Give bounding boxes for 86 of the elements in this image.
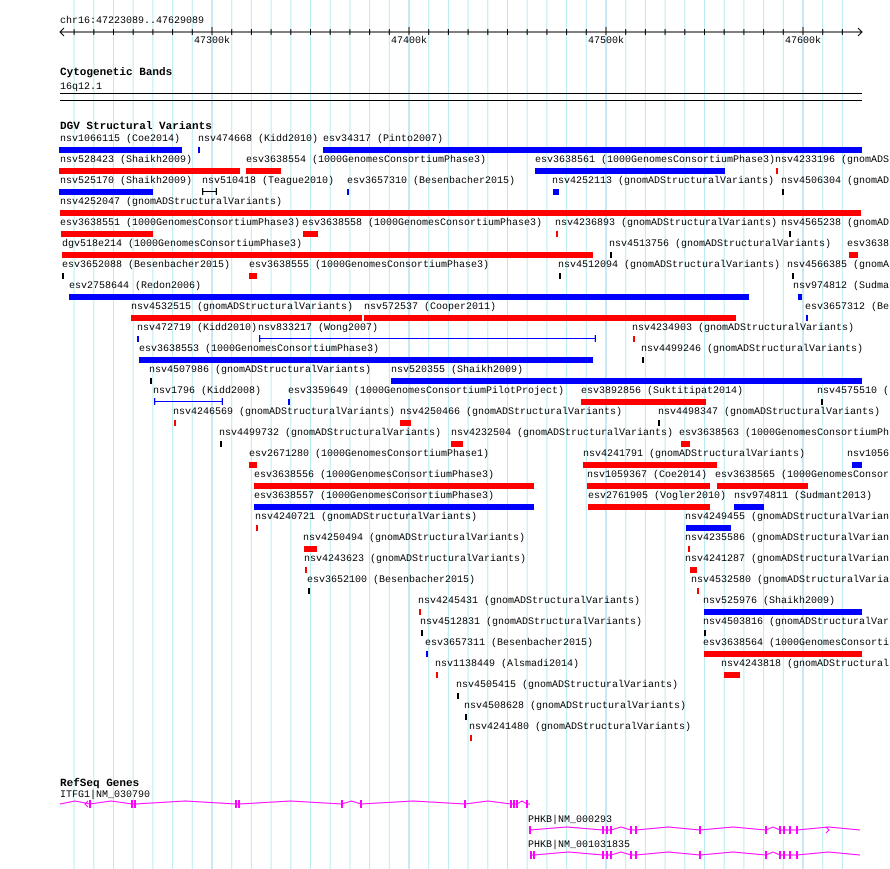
- variant-label: nsv1066115 (Coe2014): [60, 134, 180, 145]
- variant-label: nsv4249455 (gnomADStructuralVarian: [685, 512, 890, 523]
- variant-label: esv3638564 (1000GenomesConsorti: [703, 638, 890, 649]
- variant-label: nsv4507986 (gnomADStructuralVariants): [149, 365, 372, 376]
- variant-label: nsv4499246 (gnomADStructuralVariants): [641, 344, 864, 355]
- variant-label: esv3657312 (Be: [805, 302, 890, 313]
- tick-label: 47400k: [391, 36, 428, 47]
- variant-label: esv2671280 (1000GenomesConsortiumPhase1): [249, 449, 490, 460]
- track-title: RefSeq Genes: [60, 778, 140, 790]
- variant-label: nsv4503816 (gnomADStructuralVar: [703, 617, 890, 628]
- variant-label: nsv520355 (Shaikh2009): [391, 365, 524, 376]
- position-label: chr16:47223089..47629089: [60, 16, 204, 27]
- variant-label: esv3652088 (Besenbacher2015): [62, 260, 230, 271]
- variant-label: esv3638561 (1000GenomesConsortiumPhase3): [535, 155, 776, 166]
- variant-label: esv3638555 (1000GenomesConsortiumPhase3): [249, 260, 490, 271]
- variant-label: dgv518e214 (1000GenomesConsortiumPhase3): [62, 239, 302, 250]
- variant-label: esv2761905 (Vogler2010): [588, 491, 726, 502]
- variant-label: nsv4566385 (gnomA: [787, 260, 890, 271]
- variant-label: esv3638554 (1000GenomesConsortiumPhase3): [246, 155, 486, 166]
- variant-label: nsv4250494 (gnomADStructuralVariants): [303, 533, 526, 544]
- variant-label: esv3638: [847, 239, 890, 250]
- variant-label: nsv4246569 (gnomADStructuralVariants): [173, 407, 396, 418]
- variant-label: esv3652100 (Besenbacher2015): [307, 575, 476, 586]
- variant-label: esv3638558 (1000GenomesConsortiumPhase3): [302, 218, 542, 229]
- tick-label: 47500k: [588, 36, 624, 47]
- variant-label: nsv510418 (Teague2010): [202, 176, 334, 187]
- variant-label: nsv4252113 (gnomADStructuralVariants): [552, 176, 774, 187]
- variant-label: nsv4234903 (gnomADStructuralVariants): [632, 323, 854, 334]
- variant-label: nsv4235586 (gnomADStructuralVarian: [685, 533, 890, 544]
- variant-label: nsv4498347 (gnomADStructuralVariants): [658, 407, 880, 418]
- variant-label: nsv4565238 (gnomAD: [781, 218, 890, 229]
- track-title: DGV Structural Variants: [60, 121, 212, 133]
- variant-label: esv3638557 (1000GenomesConsortiumPhase3): [254, 491, 494, 502]
- variant-label: nsv4512094 (gnomADStructuralVariants): [558, 260, 780, 271]
- gene-label: ITFG1|NM_030790: [60, 790, 150, 801]
- variant-label: nsv4241287 (gnomADStructuralVarian: [685, 554, 890, 565]
- gene-label: PHKB|NM_001031835: [528, 840, 630, 851]
- variant-label: esv3359649 (1000GenomesConsortiumPilotProject): [288, 386, 564, 397]
- tick-label: 47600k: [785, 36, 822, 47]
- variant-label: nsv833217 (Wong2007): [258, 323, 378, 334]
- variant-label: nsv528423 (Shaikh2009): [60, 155, 192, 166]
- variant-label: nsv4241791 (gnomADStructuralVariants): [583, 449, 806, 460]
- variant-label: nsv4233196 (gnomADS: [775, 155, 890, 166]
- variant-label: nsv4508628 (gnomADStructuralVariants): [464, 701, 686, 712]
- variant-label: nsv4505415 (gnomADStructuralVariants): [456, 680, 678, 691]
- variant-label: nsv4232504 (gnomADStructuralVariants): [451, 428, 674, 439]
- variant-label: nsv4236893 (gnomADStructuralVariants): [555, 218, 778, 229]
- variant-label: nsv525170 (Shaikh2009): [60, 176, 192, 187]
- variant-label: esv3638553 (1000GenomesConsortiumPhase3): [139, 344, 380, 355]
- variant-label: nsv4499732 (gnomADStructuralVariants): [219, 428, 442, 439]
- variant-label: nsv572537 (Cooper2011): [364, 302, 496, 313]
- variant-label: nsv4513756 (gnomADStructuralVariants): [609, 239, 832, 250]
- variant-label: esv3638563 (1000GenomesConsortiumPh: [679, 428, 890, 439]
- variant-label: nsv4243818 (gnomADStructural: [721, 659, 890, 670]
- variant-label: esv34317 (Pinto2007): [323, 134, 444, 145]
- variant-label: nsv1056: [847, 449, 890, 460]
- variant-label: nsv1796 (Kidd2008): [153, 386, 262, 397]
- variant-label: nsv4575510 (: [817, 386, 890, 397]
- variant-label: nsv4532515 (gnomADStructuralVariants): [131, 302, 354, 313]
- gene-label: PHKB|NM_000293: [528, 815, 612, 826]
- variant-label: nsv4243623 (gnomADStructuralVariants): [304, 554, 526, 565]
- variant-label: nsv474668 (Kidd2010): [198, 134, 318, 145]
- tick-label: 47300k: [194, 36, 230, 47]
- track-title: Cytogenetic Bands: [60, 67, 172, 79]
- variant-label: esv3657311 (Besenbacher2015): [425, 638, 594, 649]
- variant-label: nsv974812 (Sudma: [793, 281, 890, 292]
- variant-label: esv3892856 (Suktitipat2014): [581, 386, 744, 397]
- band-label: 16q12.1: [60, 82, 102, 93]
- variant-label: nsv4250466 (gnomADStructuralVariants): [400, 407, 622, 418]
- variant-label: nsv4240721 (gnomADStructuralVariants): [255, 512, 478, 523]
- variant-label: esv3638556 (1000GenomesConsortiumPhase3): [254, 470, 494, 481]
- variant-label: esv3638551 (1000GenomesConsortiumPhase3): [60, 218, 300, 229]
- variant-label: esv3657310 (Besenbacher2015): [347, 176, 516, 187]
- variant-label: esv2758644 (Redon2006): [69, 281, 202, 292]
- variant-label: nsv472719 (Kidd2010): [137, 323, 258, 334]
- variant-label: nsv4252047 (gnomADStructuralVariants): [60, 197, 282, 208]
- variant-label: nsv4512831 (gnomADStructuralVariants): [420, 617, 642, 628]
- variant-label: nsv1059367 (Coe2014): [587, 470, 708, 481]
- variant-label: nsv4241480 (gnomADStructuralVariants): [469, 722, 692, 733]
- variant-label: nsv4506304 (gnomAD: [781, 176, 890, 187]
- variant-label: nsv1138449 (Alsmadi2014): [435, 659, 580, 670]
- variant-label: nsv525976 (Shaikh2009): [703, 596, 836, 607]
- variant-label: nsv4532580 (gnomADStructuralVaria: [691, 575, 890, 586]
- variant-label: nsv4245431 (gnomADStructuralVariants): [418, 596, 640, 607]
- variant-label: esv3638565 (1000GenomesConsor: [715, 470, 890, 481]
- variant-label: nsv974811 (Sudmant2013): [734, 491, 872, 502]
